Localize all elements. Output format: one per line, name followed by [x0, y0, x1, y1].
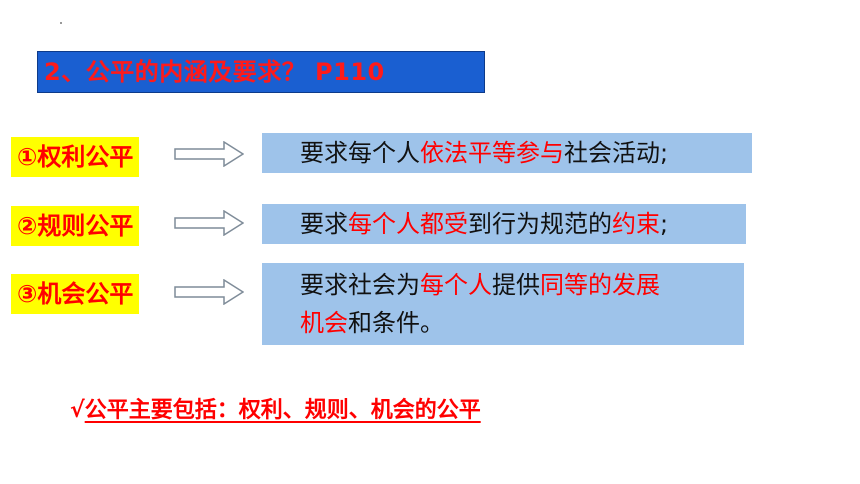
- desc-text-highlight: 同等的发展: [540, 271, 660, 299]
- right-arrow-icon: [174, 141, 244, 167]
- desc-text-highlight: 机会: [300, 309, 348, 337]
- desc-opportunity-fairness: 要求社会为每个人提供同等的发展 机会和条件。: [262, 263, 744, 345]
- desc-text: 要求: [300, 210, 348, 238]
- desc-text-highlight: 每个人: [420, 271, 492, 299]
- desc-text: 要求每个人: [300, 139, 420, 167]
- label-rights-fairness: ①权利公平: [11, 137, 140, 177]
- section-title: 2、公平的内涵及要求？ P110: [37, 51, 485, 93]
- label-rules-fairness: ②规则公平: [11, 206, 140, 246]
- desc-text: 要求社会为: [300, 271, 420, 299]
- label-opportunity-fairness: ③机会公平: [11, 274, 140, 314]
- summary-line: √公平主要包括：权利、规则、机会的公平: [70, 392, 481, 424]
- decorative-dot: [60, 22, 62, 24]
- desc-text: 和条件。: [348, 309, 444, 337]
- desc-text: 社会活动;: [564, 139, 669, 167]
- summary-text: 公平主要包括：权利、规则、机会的公平: [84, 398, 481, 423]
- desc-rights-fairness: 要求每个人依法平等参与社会活动;: [262, 133, 752, 173]
- desc-text: 提供: [492, 271, 540, 299]
- desc-line: 机会和条件。: [300, 304, 744, 342]
- desc-rules-fairness: 要求每个人都受到行为规范的约束;: [262, 204, 746, 244]
- desc-text-highlight: 约束: [612, 210, 660, 238]
- desc-text: ;: [660, 210, 669, 238]
- desc-text-highlight: 每个人都受: [348, 210, 468, 238]
- desc-line: 要求社会为每个人提供同等的发展: [300, 266, 744, 304]
- right-arrow-icon: [174, 279, 244, 305]
- right-arrow-icon: [174, 210, 244, 236]
- check-icon: √: [70, 398, 85, 423]
- desc-text: 到行为规范的: [468, 210, 612, 238]
- desc-text-highlight: 依法平等参与: [420, 139, 564, 167]
